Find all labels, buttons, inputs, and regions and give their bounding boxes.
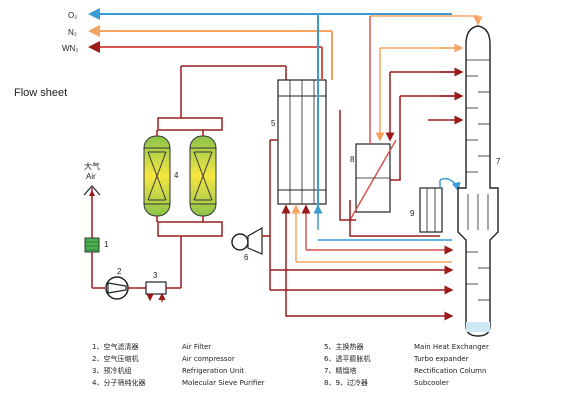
- legend-left-0-en: Air Filter: [182, 343, 211, 351]
- air-cn-label: 大气: [84, 161, 100, 171]
- legend-right-2-cn: 7、精馏塔: [324, 366, 356, 375]
- legend-left-3-en: Molecular Sieve Purifier: [182, 379, 265, 387]
- rectification-column: [457, 25, 499, 337]
- legend-left-3-cn: 4、分子筛纯化器: [92, 378, 145, 387]
- legend-left-0-cn: 1、空气滤清器: [92, 342, 138, 351]
- air-flow-arrow-icon: [89, 190, 95, 196]
- purifier-vessel-left: [143, 135, 171, 217]
- legend-left-1-en: Air compressor: [182, 355, 235, 363]
- wn2-label: WN₂: [62, 44, 78, 53]
- air-en-label: Air: [86, 172, 96, 181]
- legend-right-0-cn: 5、主换热器: [324, 342, 363, 351]
- unit-2-tag: 2: [117, 267, 122, 276]
- page-title: Flow sheet: [14, 87, 67, 99]
- legend-right-3-cn: 8、9、过冷器: [324, 378, 368, 387]
- legend-right-1-cn: 6、透平膨胀机: [324, 354, 370, 363]
- legend-right-3-en: Subcooler: [414, 379, 449, 387]
- unit-6-tag: 6: [244, 253, 249, 262]
- purifier-vessel-right: [189, 135, 217, 217]
- legend-left-2-en: Refrigeration Unit: [182, 367, 244, 375]
- n2-label: N₂: [68, 28, 77, 37]
- legend-right-0-en: Main Heat Exchanger: [414, 343, 489, 351]
- air-intake-hood-icon: [83, 185, 101, 196]
- unit-4-tag: 4: [174, 171, 179, 180]
- refrigeration-unit: [145, 281, 167, 295]
- o2-label: O₂: [68, 11, 77, 20]
- legend-left-1-cn: 2、空气压缩机: [92, 354, 138, 363]
- subcooler-9: [419, 187, 443, 233]
- air-compressor: [105, 276, 129, 300]
- legend-right-2-en: Rectification Column: [414, 367, 486, 375]
- unit-3-tag: 3: [153, 271, 158, 280]
- legend-left-2-cn: 3、预冷机组: [92, 366, 131, 375]
- unit-7-tag: 7: [496, 157, 501, 166]
- legend-right-1-en: Turbo expander: [413, 355, 469, 363]
- unit-9-tag: 9: [410, 209, 415, 218]
- unit-1-tag: 1: [104, 240, 109, 249]
- turbo-expander: [231, 233, 249, 251]
- unit-8-tag: 8: [350, 155, 355, 164]
- legend: 1、空气滤清器 2、空气压缩机 3、预冷机组 4、分子筛纯化器 Air Filt…: [92, 342, 489, 387]
- unit-5-tag: 5: [271, 119, 276, 128]
